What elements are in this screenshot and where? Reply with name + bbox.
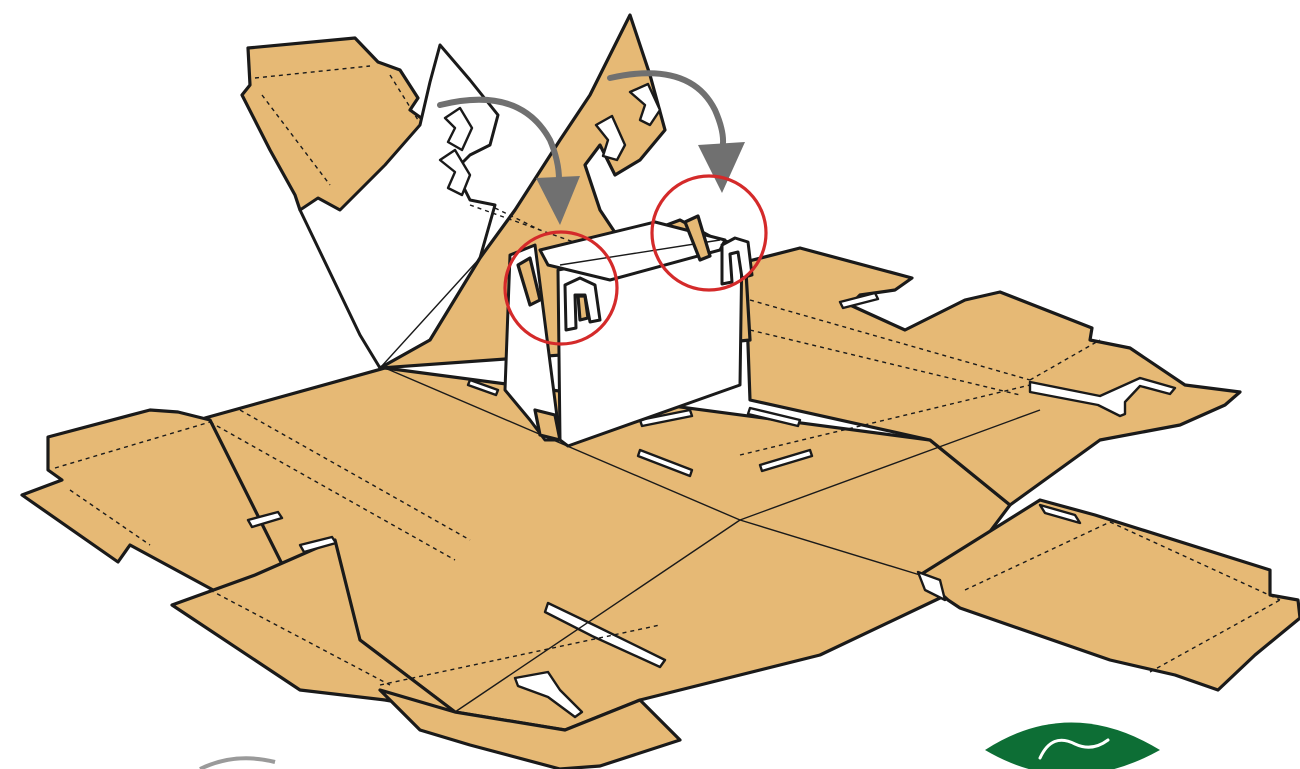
partial-gray-arc bbox=[200, 758, 275, 769]
leaf-logo-icon bbox=[985, 723, 1160, 769]
brand-logo bbox=[985, 723, 1160, 769]
box-base-slot bbox=[535, 410, 560, 440]
left-lock-tab-inner bbox=[578, 296, 588, 320]
